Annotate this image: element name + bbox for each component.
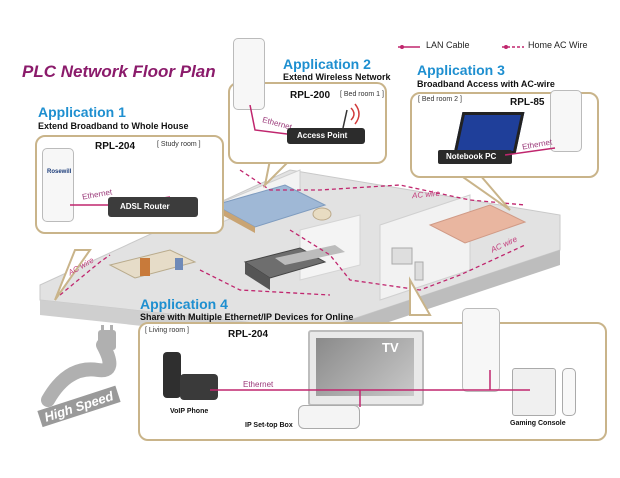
app2-plc-adapter-icon bbox=[233, 38, 265, 110]
gaming-console-icon bbox=[512, 368, 556, 416]
app4-subtitle: Share with Multiple Ethernet/IP Devices … bbox=[140, 312, 354, 322]
set-top-box-label: IP Set-top Box bbox=[245, 422, 293, 429]
adsl-router-icon: ADSL Router bbox=[108, 197, 198, 217]
legend-lan-label: LAN Cable bbox=[426, 40, 470, 50]
legend-ac-label: Home AC Wire bbox=[528, 40, 588, 50]
app4-ethernet-label: Ethernet bbox=[243, 380, 274, 389]
app3-subtitle: Broadband Access with AC-wire bbox=[417, 79, 555, 89]
notebook-pc-label: Notebook PC bbox=[446, 152, 497, 161]
access-point-label: Access Point bbox=[297, 131, 348, 140]
app4-plc-adapter-icon bbox=[462, 308, 500, 392]
app1-subtitle: Extend Broadband to Whole House bbox=[38, 121, 189, 131]
app3-model: RPL-85 bbox=[510, 97, 545, 108]
app3-plc-adapter-icon bbox=[550, 90, 582, 152]
app4-ethernet-cables bbox=[210, 370, 530, 407]
app1-room: [ Study room ] bbox=[157, 141, 201, 148]
notebook-pc-icon: Notebook PC bbox=[438, 150, 512, 164]
voip-phone-base-icon bbox=[180, 374, 218, 400]
voip-phone-label: VoIP Phone bbox=[170, 408, 209, 415]
app4-room: [ Living room ] bbox=[145, 327, 189, 334]
power-plug-icon bbox=[41, 325, 117, 407]
tv-icon: TV bbox=[308, 330, 424, 406]
app3-ethernet-cable bbox=[505, 147, 556, 156]
wifi-signal-icon bbox=[342, 103, 360, 129]
game-controller-icon bbox=[562, 368, 576, 416]
ac-wire-legend-icon bbox=[502, 45, 524, 49]
app4-model: RPL-204 bbox=[228, 329, 269, 340]
voip-phone-handset-icon bbox=[163, 352, 181, 398]
access-point-icon: Access Point bbox=[287, 128, 365, 144]
page-title: PLC Network Floor Plan bbox=[22, 62, 216, 81]
legend: LAN Cable Home AC Wire bbox=[398, 40, 613, 54]
app2-subtitle: Extend Wireless Network bbox=[283, 72, 391, 82]
app1-plc-adapter-icon: Rosewill bbox=[42, 148, 74, 222]
app2-ethernet-cable bbox=[249, 105, 296, 136]
app3-title: Application 3 bbox=[417, 62, 505, 78]
app3-room: [ Bed room 2 ] bbox=[418, 96, 462, 103]
gaming-console-label: Gaming Console bbox=[510, 420, 566, 427]
tv-label: TV bbox=[382, 340, 399, 355]
app2-room: [ Bed room 1 ] bbox=[340, 91, 384, 98]
set-top-box-icon bbox=[298, 405, 360, 429]
adsl-router-label: ADSL Router bbox=[120, 202, 170, 211]
app1-brand: Rosewill bbox=[47, 169, 72, 175]
app1-title: Application 1 bbox=[38, 104, 126, 120]
app4-title: Application 4 bbox=[140, 296, 228, 312]
lan-cable-legend-icon bbox=[398, 45, 420, 49]
app2-model: RPL-200 bbox=[290, 90, 331, 101]
app1-model: RPL-204 bbox=[95, 141, 136, 152]
app2-title: Application 2 bbox=[283, 56, 371, 72]
